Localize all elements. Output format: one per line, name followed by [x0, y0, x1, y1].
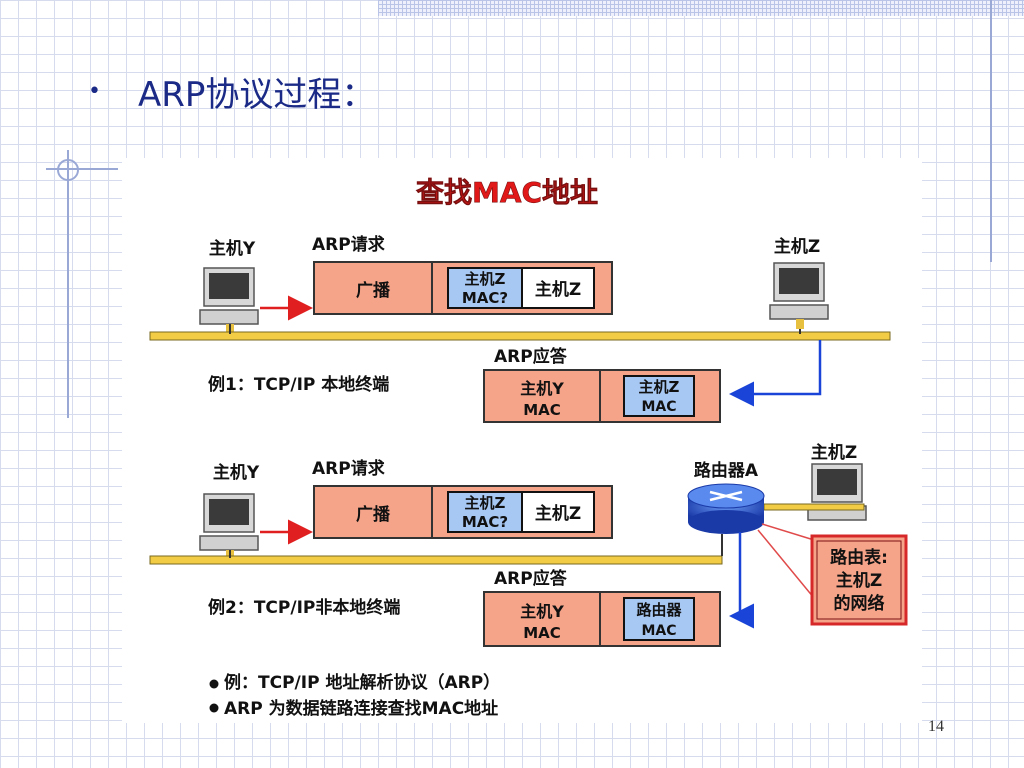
mac-query-line2: MAC?	[462, 289, 508, 307]
host-y-computer-icon	[199, 493, 259, 560]
host-z-computer-icon	[769, 262, 829, 329]
routing-table	[810, 534, 908, 626]
mac-query-field	[447, 267, 523, 309]
reply-ans-line1: 路由器	[636, 601, 682, 619]
arp-request-label: ARP请求	[312, 234, 385, 255]
host-y-computer-icon	[199, 267, 259, 334]
route-table-line2: 主机Z	[836, 570, 882, 591]
bullet-icon: •	[88, 78, 101, 104]
target-field	[521, 267, 595, 309]
page-number: 14	[928, 718, 944, 735]
arp-request-label: ARP请求	[312, 458, 385, 479]
slide-title: ARP协议过程：	[138, 74, 376, 115]
note-2: ARP 为数据链路连接查找MAC地址	[224, 698, 498, 719]
reply-ans-line2: MAC	[641, 623, 676, 639]
router-label: 路由器A	[694, 460, 759, 481]
router-link-bus	[763, 503, 865, 511]
decorative-rule-right	[990, 0, 992, 262]
target-field	[521, 491, 595, 533]
decorative-circle	[57, 159, 79, 181]
note-bullet-icon	[209, 703, 219, 713]
mac-query-line1: 主机Z	[465, 270, 506, 288]
host-y-label: 主机Y	[209, 238, 256, 259]
decorative-rule-horizontal	[46, 168, 118, 170]
route-table-line3: 的网络	[834, 593, 885, 614]
example-2: 主机Y 主机Z 路由器A ARP请求 广播 主机Z MAC? 主机Z	[149, 442, 908, 647]
notes: 例：TCP/IP 地址解析协议（ARP） ARP 为数据链路连接查找MAC地址	[209, 672, 500, 719]
reply-src-line1: 主机Y	[520, 602, 564, 621]
target-label: 主机Z	[535, 279, 581, 300]
decorative-rule-left	[67, 150, 69, 418]
mac-query-line2: MAC?	[462, 513, 508, 531]
example-2-caption: 例2：TCP/IP非本地终端	[208, 597, 400, 618]
reply-ans-line2: MAC	[641, 399, 676, 415]
network-bus	[149, 331, 891, 341]
host-z-label: 主机Z	[811, 442, 857, 463]
mac-query-field	[447, 491, 523, 533]
host-y-label: 主机Y	[213, 462, 260, 483]
arp-reply-label: ARP应答	[494, 346, 568, 367]
note-1: 例：TCP/IP 地址解析协议（ARP）	[224, 672, 500, 693]
reply-arrow	[729, 532, 754, 629]
reply-arrow	[729, 340, 822, 407]
broadcast-label: 广播	[356, 280, 391, 301]
host-z-label: 主机Z	[774, 236, 820, 257]
reply-ans-line1: 主机Z	[639, 378, 680, 396]
broadcast-label: 广播	[356, 504, 391, 525]
example-1: 主机Y 主机Z ARP请求 广播 主机Z MAC? 主机Z ARP应答 主机Y	[149, 234, 891, 423]
target-label: 主机Z	[535, 503, 581, 524]
mac-query-line1: 主机Z	[465, 494, 506, 512]
note-bullet-icon	[209, 679, 219, 689]
reply-src-line2: MAC	[523, 401, 561, 419]
header-pattern-band	[378, 0, 1024, 16]
router-icon	[687, 483, 765, 556]
reply-answer-field	[623, 597, 695, 641]
arp-diagram: 查找MAC地址 主机Y 主机Z ARP请求 广播 主机Z MAC? 主	[122, 158, 922, 723]
reply-src-line1: 主机Y	[520, 379, 564, 398]
route-table-line1: 路由表:	[830, 547, 888, 568]
reply-answer-field	[623, 375, 695, 417]
reply-src-line2: MAC	[523, 624, 561, 642]
network-bus	[149, 555, 723, 565]
slide-title-row: • ARP协议过程：	[88, 66, 375, 116]
figure-title: 查找MAC地址	[416, 176, 598, 209]
arp-reply-label: ARP应答	[494, 568, 568, 589]
host-z-computer-icon	[807, 463, 867, 521]
example-1-caption: 例1：TCP/IP 本地终端	[208, 374, 389, 395]
